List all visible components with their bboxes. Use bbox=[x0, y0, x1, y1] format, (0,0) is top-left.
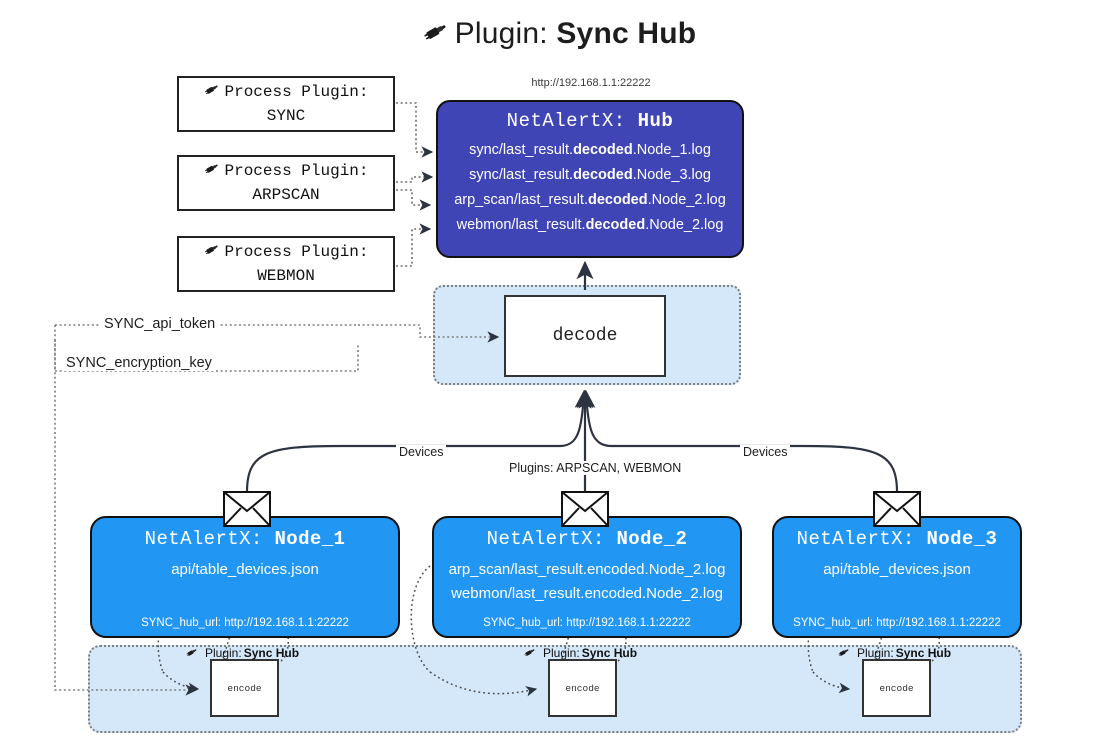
page-title-text: Plugin: Sync Hub bbox=[454, 16, 697, 50]
hub-log-line: sync/last_result.decoded.Node_3.log bbox=[469, 166, 711, 183]
encode-box-node-3[interactable]: encode bbox=[862, 659, 931, 717]
plug-icon bbox=[837, 645, 851, 662]
node-log-line: api/table_devices.json bbox=[823, 561, 971, 578]
process-plugin-name: SYNC bbox=[266, 107, 306, 125]
envelope-icon bbox=[561, 491, 609, 532]
process-plugin-arpscan[interactable]: Process Plugin: ARPSCAN bbox=[177, 155, 395, 211]
sync-encryption-key-label: SYNC_encryption_key bbox=[62, 355, 216, 371]
encoder-caption-node-1: Plugin: Sync Hub bbox=[185, 645, 299, 661]
process-plugin-name: WEBMON bbox=[257, 267, 315, 285]
envelope-icon bbox=[873, 491, 921, 532]
envelope-icon bbox=[223, 491, 271, 532]
hub-log-line: sync/last_result.decoded.Node_1.log bbox=[469, 142, 711, 158]
plug-icon bbox=[421, 16, 451, 51]
node-box-node-3[interactable]: NetAlertX: Node_3 api/table_devices.json… bbox=[772, 516, 1022, 638]
hub-url: http://192.168.1.1:22222 bbox=[531, 77, 651, 89]
edge-label-devices-left: Devices bbox=[396, 445, 447, 459]
hub-title: NetAlertX: Hub bbox=[506, 110, 674, 132]
process-plugin-label: Process Plugin: bbox=[224, 83, 369, 102]
process-plugin-sync[interactable]: Process Plugin: SYNC bbox=[177, 76, 395, 132]
page-title: Plugin: Sync Hub bbox=[0, 16, 1117, 51]
hub-log-line: arp_scan/last_result.decoded.Node_2.log bbox=[454, 191, 726, 208]
node-box-node-2[interactable]: NetAlertX: Node_2 arp_scan/last_result.e… bbox=[432, 516, 742, 638]
plug-icon bbox=[185, 645, 199, 662]
process-plugin-label: Process Plugin: bbox=[224, 243, 369, 262]
sync-api-token-label: SYNC_api_token bbox=[100, 316, 220, 332]
process-plugin-webmon[interactable]: Process Plugin: WEBMON bbox=[177, 236, 395, 292]
node-box-node-1[interactable]: NetAlertX: Node_1 api/table_devices.json… bbox=[90, 516, 400, 638]
node-hub-url: SYNC_hub_url: http://192.168.1.1:22222 bbox=[483, 617, 691, 629]
edge-label-plugins: Plugins: ARPSCAN, WEBMON bbox=[506, 461, 685, 475]
process-plugin-name: ARPSCAN bbox=[252, 186, 320, 204]
node-log-line: api/table_devices.json bbox=[171, 561, 319, 578]
node-log-line: arp_scan/last_result.encoded.Node_2.log bbox=[448, 561, 726, 578]
edge-label-devices-right: Devices bbox=[740, 445, 791, 459]
node-log-line: webmon/last_result.encoded.Node_2.log bbox=[451, 584, 723, 602]
plug-icon bbox=[523, 645, 537, 662]
hub-node[interactable]: NetAlertX: Hub sync/last_result.decoded.… bbox=[436, 100, 744, 258]
node-hub-url: SYNC_hub_url: http://192.168.1.1:22222 bbox=[793, 617, 1001, 629]
encoder-caption-node-3: Plugin: Sync Hub bbox=[837, 645, 951, 661]
plug-icon bbox=[203, 240, 221, 266]
encode-box-node-1[interactable]: encode bbox=[210, 659, 279, 717]
hub-log-line: webmon/last_result.decoded.Node_2.log bbox=[456, 216, 724, 233]
plug-icon bbox=[203, 159, 221, 185]
encode-box-node-2[interactable]: encode bbox=[548, 659, 617, 717]
process-plugin-label: Process Plugin: bbox=[224, 162, 369, 181]
decode-box[interactable]: decode bbox=[504, 295, 666, 377]
node-hub-url: SYNC_hub_url: http://192.168.1.1:22222 bbox=[141, 617, 349, 629]
encoder-caption-node-2: Plugin: Sync Hub bbox=[523, 645, 637, 661]
plug-icon bbox=[203, 80, 221, 106]
